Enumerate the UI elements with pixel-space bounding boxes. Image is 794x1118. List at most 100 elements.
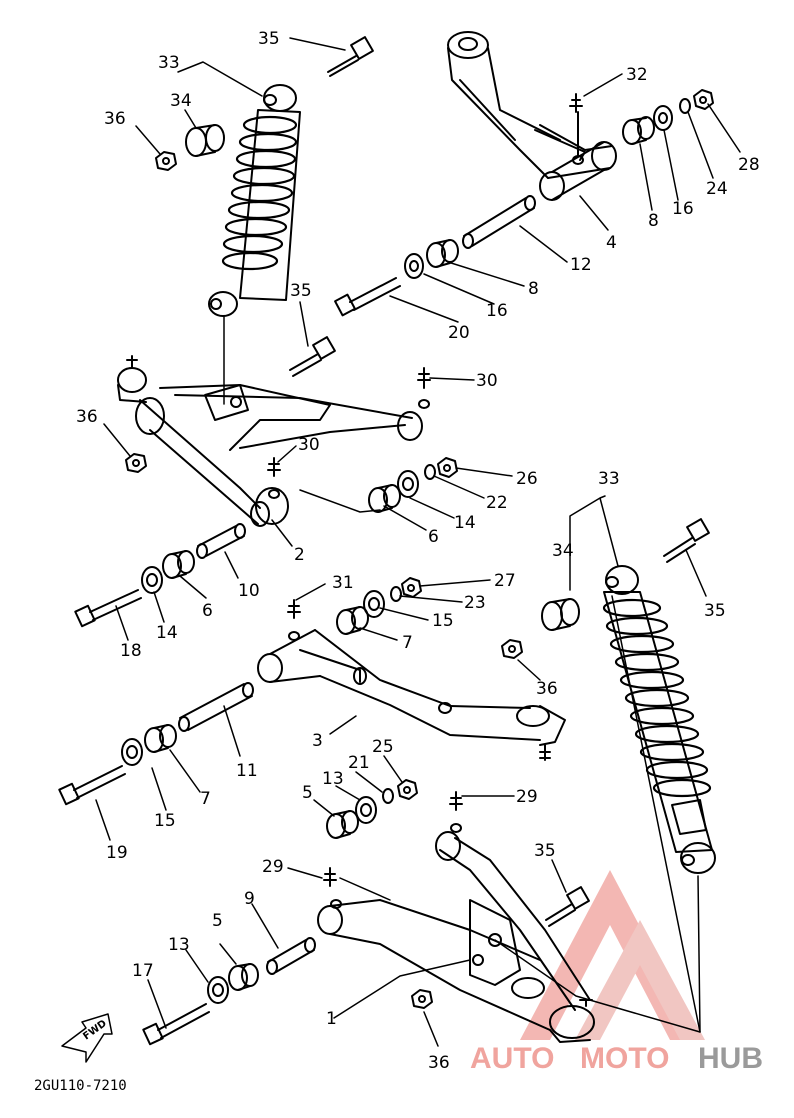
- upper-arm-2: [117, 355, 423, 527]
- bolt-18: [74, 589, 142, 628]
- callout-33: 33: [158, 53, 180, 73]
- watermark-text-hub: HUB: [698, 1042, 763, 1075]
- callout-36: 36: [428, 1053, 450, 1073]
- callout-2: 2: [294, 545, 305, 565]
- seal-14-left: [141, 566, 163, 594]
- callout-5: 5: [212, 911, 223, 931]
- callout-33: 33: [598, 469, 620, 489]
- bushing-34-upper: [185, 124, 225, 157]
- bushing-7-left: [144, 724, 177, 753]
- watermark-text-auto: AUTO: [470, 1042, 554, 1075]
- callout-16: 16: [672, 199, 694, 219]
- bushing-5-lower: [228, 963, 259, 991]
- grease-nipple-31: [287, 599, 301, 641]
- callout-22: 22: [486, 493, 508, 513]
- grease-nipple-30-right: [417, 367, 431, 409]
- callout-24: 24: [706, 179, 728, 199]
- callout-31: 31: [332, 573, 354, 593]
- nut-27: [401, 577, 422, 598]
- callout-16: 16: [486, 301, 508, 321]
- callout-36: 36: [536, 679, 558, 699]
- nut-36-upper: [155, 151, 177, 171]
- fwd-arrow-icon: FWD: [61, 1013, 113, 1063]
- callout-25: 25: [372, 737, 394, 757]
- bolt-35-middle: [289, 336, 336, 377]
- callout-6: 6: [428, 527, 439, 547]
- grease-nipple-30-center: [267, 457, 281, 499]
- callout-6: 6: [202, 601, 213, 621]
- seal-13-upper: [355, 796, 377, 824]
- leader-lines: [95, 37, 741, 1047]
- callout-34: 34: [552, 541, 574, 561]
- watermark-triangle-outer: [520, 870, 700, 1040]
- callout-4: 4: [606, 233, 617, 253]
- grease-nipple-29-left: [323, 867, 342, 909]
- arm-4-upper-right: [447, 31, 617, 201]
- callout-35: 35: [258, 29, 280, 49]
- nut-26: [437, 457, 458, 478]
- collar-11: [178, 682, 254, 732]
- watermark-text-moto: MOTO: [580, 1042, 669, 1075]
- shock-absorber-upper-left: [208, 84, 301, 317]
- washer-22: [424, 464, 436, 480]
- bolt-35-upper: [327, 36, 374, 77]
- grease-nipple-29-right: [449, 791, 463, 833]
- callout-15: 15: [432, 611, 454, 631]
- seal-13-lower: [207, 976, 229, 1004]
- callout-8: 8: [648, 211, 659, 231]
- callout-7: 7: [200, 789, 211, 809]
- callout-10: 10: [238, 581, 260, 601]
- nut-25: [397, 779, 418, 800]
- washer-24: [679, 98, 691, 114]
- callout-28: 28: [738, 155, 760, 175]
- callout-labels: 35 33 34 36 32 28 24 16 8 4 1 2 8 16 20 3…: [34, 29, 760, 1094]
- bushing-34-right: [541, 598, 580, 631]
- bushing-6-left: [162, 550, 195, 579]
- collar-10: [196, 523, 246, 559]
- callout-8: 8: [528, 279, 539, 299]
- collar-9: [266, 937, 316, 975]
- watermark-triangle-inner: [575, 920, 705, 1040]
- drawing-code: 2GU110-7210: [34, 1078, 127, 1094]
- bushing-5-upper: [326, 810, 359, 839]
- callout-34: 34: [170, 91, 192, 111]
- bolt-20: [334, 277, 401, 317]
- callout-35: 35: [290, 281, 312, 301]
- callout-27: 27: [494, 571, 516, 591]
- callout-36: 36: [76, 407, 98, 427]
- callout-23: 23: [464, 593, 486, 613]
- bushing-8-right: [622, 116, 655, 145]
- callout-5: 5: [302, 783, 313, 803]
- callout-21: 21: [348, 753, 370, 773]
- washer-23: [390, 586, 402, 602]
- nut-36-right: [501, 639, 523, 659]
- callout-35: 35: [704, 601, 726, 621]
- callout-20: 20: [448, 323, 470, 343]
- callout-29: 29: [262, 857, 284, 877]
- nut-28: [693, 89, 714, 110]
- bolt-19: [58, 765, 126, 806]
- callout-29: 29: [516, 787, 538, 807]
- seal-15-left: [121, 738, 143, 766]
- nut-36-bottom: [411, 989, 433, 1009]
- callout-1: 1: [326, 1009, 337, 1029]
- callout-18: 18: [120, 641, 142, 661]
- lower-arm-1: [317, 831, 595, 1043]
- washer-21: [382, 788, 394, 804]
- fwd-label: FWD: [81, 1018, 109, 1042]
- callout-15: 15: [154, 811, 176, 831]
- seal-14-right: [397, 470, 419, 498]
- collar-12: [462, 195, 536, 249]
- callout-35: 35: [534, 841, 556, 861]
- callout-26: 26: [516, 469, 538, 489]
- callout-14: 14: [156, 623, 178, 643]
- callout-13: 13: [322, 769, 344, 789]
- callout-36: 36: [104, 109, 126, 129]
- callout-32: 32: [626, 65, 648, 85]
- arm-3: [257, 629, 566, 761]
- bushing-7-right: [336, 606, 369, 635]
- grease-nipple-32: [569, 93, 584, 165]
- callout-19: 19: [106, 843, 128, 863]
